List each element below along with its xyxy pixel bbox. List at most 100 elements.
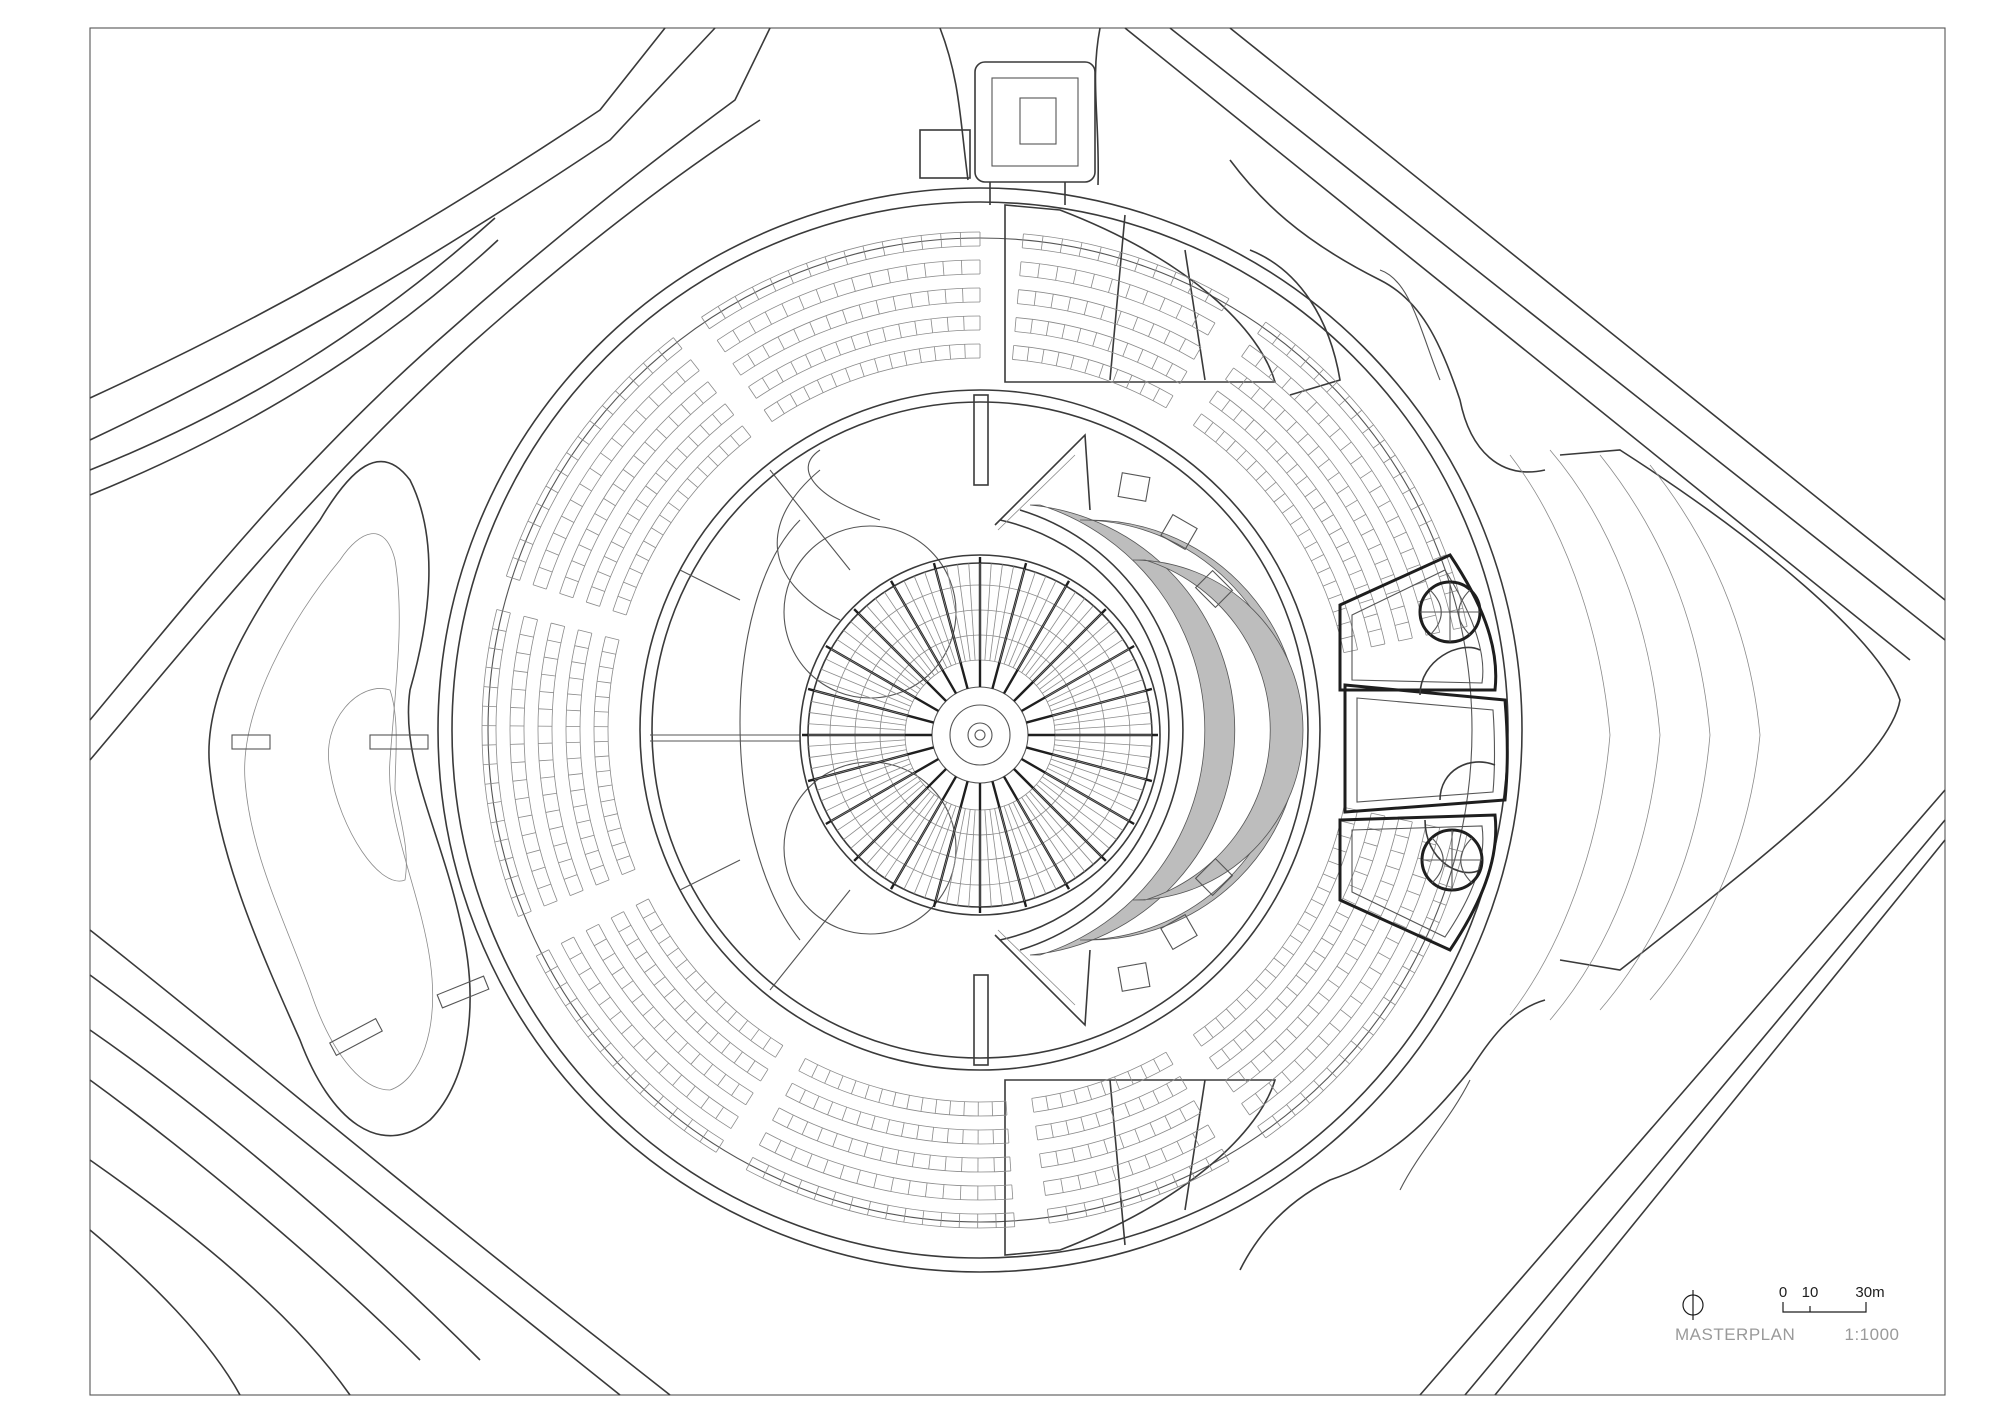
seat-mark <box>1233 1039 1243 1051</box>
seat-mark <box>901 238 905 253</box>
roof-panel-line <box>968 809 976 907</box>
seat-mark <box>918 348 922 363</box>
seat-mark <box>1329 427 1341 438</box>
seat-mark <box>1289 516 1303 526</box>
seat-mark <box>600 452 612 462</box>
seating-row <box>1018 289 1202 348</box>
seat-mark <box>1225 367 1234 380</box>
seat-mark <box>879 1146 884 1161</box>
seat-mark <box>1007 1128 1010 1144</box>
seating-row <box>1209 402 1372 647</box>
seat-mark <box>1266 1008 1277 1020</box>
seat-mark <box>961 1157 963 1172</box>
seat-mark <box>1246 460 1257 471</box>
seat-mark <box>1444 589 1459 595</box>
seat-mark <box>1148 323 1155 337</box>
seat-mark <box>579 483 592 492</box>
seat-mark <box>798 296 805 310</box>
seat-mark <box>685 970 697 980</box>
seat-mark <box>677 1042 689 1054</box>
roof-panel-line <box>1012 802 1057 890</box>
seat-mark <box>1193 1034 1202 1047</box>
seat-mark <box>925 1182 928 1197</box>
seat-mark <box>903 1208 907 1223</box>
seat-mark <box>933 346 937 361</box>
scale-label-0: 0 <box>1779 1284 1787 1301</box>
seat-mark <box>809 321 816 336</box>
seat-mark <box>911 1152 915 1167</box>
seat-mark <box>1306 401 1317 413</box>
roof-panel-line <box>1053 701 1149 721</box>
roof-panel-line <box>946 566 966 662</box>
seat-mark <box>835 341 841 356</box>
seat-mark <box>1394 621 1409 626</box>
seat-mark <box>1193 347 1202 360</box>
seat-mark <box>1055 1151 1059 1166</box>
seat-mark <box>1322 580 1337 587</box>
seat-mark <box>1244 1029 1255 1041</box>
seat-mark <box>1342 555 1356 562</box>
roof-panel-line <box>1054 739 1152 747</box>
seat-mark <box>1207 1124 1216 1138</box>
seat-mark <box>764 311 772 325</box>
seat-mark <box>763 409 773 422</box>
seat-mark <box>1426 916 1440 923</box>
road-southeast <box>1419 789 1946 1396</box>
seat-mark <box>1098 364 1104 378</box>
seat-mark <box>494 838 509 843</box>
roof-panel-line <box>893 585 943 671</box>
seat-mark <box>1362 424 1374 434</box>
seat-mark <box>1137 1187 1143 1201</box>
seat-mark <box>591 586 605 592</box>
seat-mark <box>745 1157 754 1170</box>
seat-mark <box>1043 1181 1046 1196</box>
seat-mark <box>1342 898 1356 905</box>
east-sports-courts <box>1338 449 1761 1021</box>
seat-mark <box>1318 414 1329 425</box>
seat-mark <box>598 784 613 788</box>
roof-panel-line <box>1017 799 1067 885</box>
seat-mark <box>1368 543 1382 551</box>
seat-mark <box>816 1127 823 1142</box>
seat-mark <box>1295 974 1308 985</box>
roof-panel-line <box>924 805 957 899</box>
seat-mark <box>1238 1070 1248 1083</box>
seat-mark <box>1084 359 1090 374</box>
drawing-title: MASTERPLAN <box>1675 1325 1795 1344</box>
seat-mark <box>1176 1141 1184 1155</box>
seat-mark <box>636 554 649 562</box>
seat-mark <box>629 567 643 575</box>
roof-panel-line <box>816 758 910 791</box>
seat-mark <box>1373 1011 1385 1021</box>
seat-mark <box>594 513 608 521</box>
seat-mark <box>895 1150 900 1165</box>
seat-mark <box>553 842 568 847</box>
seat-mark <box>940 233 943 248</box>
seat-mark <box>785 1082 793 1096</box>
seat-mark <box>499 856 514 862</box>
seat-mark <box>1326 1067 1337 1078</box>
seat-mark <box>633 455 645 465</box>
seating-row <box>523 619 558 901</box>
seat-mark <box>1274 409 1286 421</box>
seat-mark <box>655 472 667 482</box>
seat-mark <box>961 260 963 275</box>
roof-panel-line <box>1054 723 1152 731</box>
seat-mark <box>811 1064 819 1078</box>
seat-mark <box>604 555 618 563</box>
roof-panel-line <box>1047 767 1135 812</box>
seat-mark <box>609 1010 622 1021</box>
seat-mark <box>1165 395 1174 409</box>
seat-mark <box>611 437 623 448</box>
road-northwest <box>89 27 771 761</box>
seat-mark <box>1021 233 1024 248</box>
seat-mark <box>1369 966 1382 975</box>
seat-mark <box>732 363 741 376</box>
seat-mark <box>1281 1071 1292 1083</box>
seat-mark <box>585 923 599 932</box>
seat-mark <box>635 898 649 906</box>
seat-mark <box>518 814 533 819</box>
seat-mark <box>578 967 592 976</box>
seat-mark <box>920 235 924 250</box>
